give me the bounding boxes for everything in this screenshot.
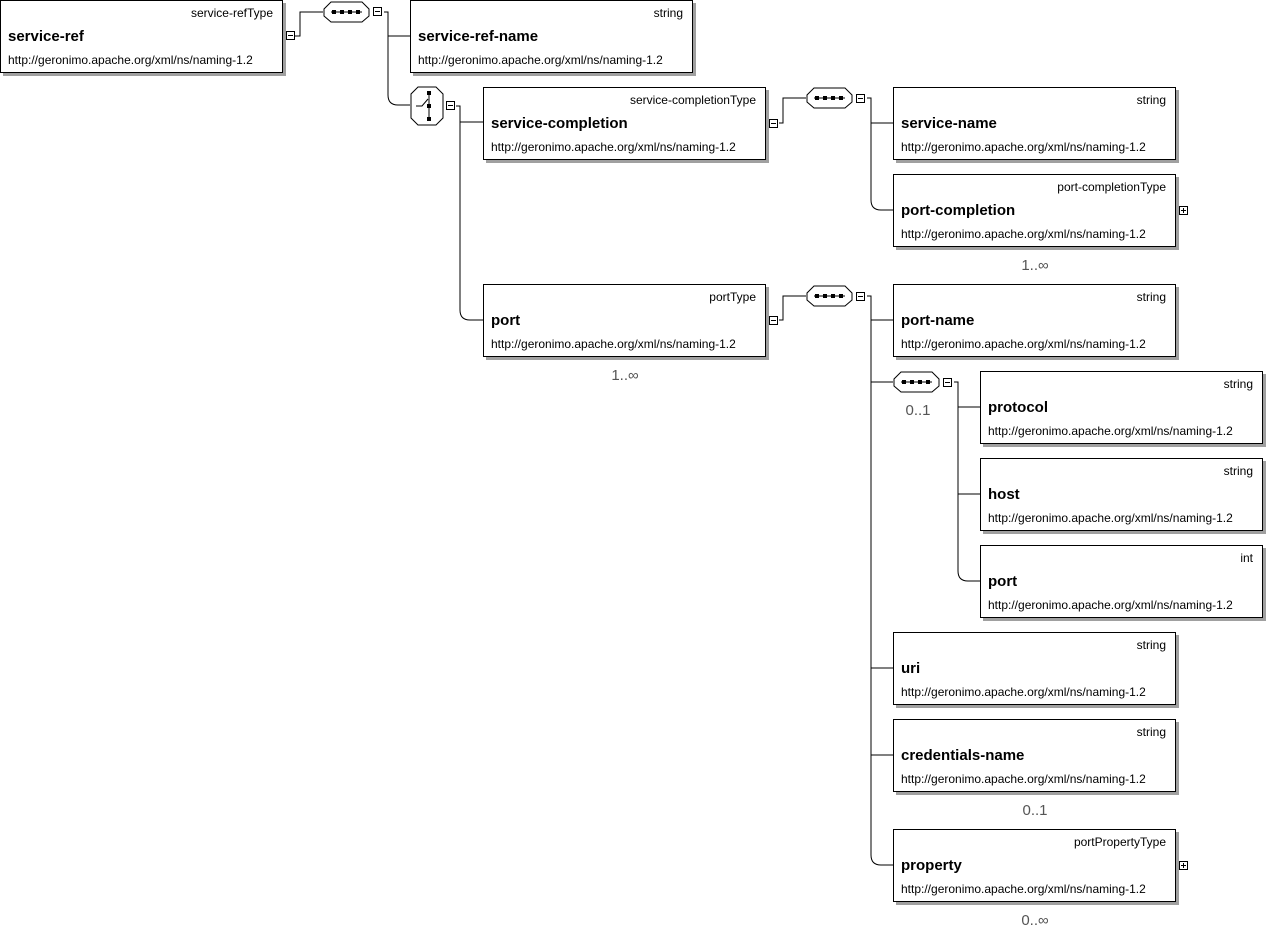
element-namespace: http://geronimo.apache.org/xml/ns/naming… (418, 53, 663, 67)
element-credentials-name[interactable]: string credentials-name http://geronimo.… (893, 719, 1176, 792)
element-name: service-name (901, 115, 997, 132)
element-port[interactable]: portType port http://geronimo.apache.org… (483, 284, 766, 357)
element-type: string (1136, 725, 1166, 739)
element-type: port-completionType (1057, 180, 1166, 194)
collapse-toggle[interactable] (856, 292, 865, 301)
element-namespace: http://geronimo.apache.org/xml/ns/naming… (988, 511, 1233, 525)
element-name: host (988, 486, 1020, 503)
element-service-ref-name[interactable]: string service-ref-name http://geronimo.… (410, 0, 693, 73)
element-namespace: http://geronimo.apache.org/xml/ns/naming… (901, 882, 1146, 896)
element-protocol[interactable]: string protocol http://geronimo.apache.o… (980, 371, 1263, 444)
element-namespace: http://geronimo.apache.org/xml/ns/naming… (901, 772, 1146, 786)
cardinality-label: 0..1 (1022, 802, 1048, 819)
cardinality-label: 0..∞ (1021, 912, 1049, 929)
element-type: service-refType (190, 6, 273, 20)
element-namespace: http://geronimo.apache.org/xml/ns/naming… (491, 337, 736, 351)
element-uri[interactable]: string uri http://geronimo.apache.org/xm… (893, 632, 1176, 705)
collapse-toggle[interactable] (286, 31, 295, 40)
sequence-icon (806, 87, 853, 109)
element-namespace: http://geronimo.apache.org/xml/ns/naming… (901, 685, 1146, 699)
collapse-toggle[interactable] (373, 7, 382, 16)
element-name: uri (901, 660, 921, 677)
element-host[interactable]: string host http://geronimo.apache.org/x… (980, 458, 1263, 531)
cardinality-label: 1..∞ (1021, 257, 1049, 274)
element-service-ref[interactable]: service-refType service-ref http://geron… (0, 0, 283, 73)
sequence-icon (323, 1, 370, 23)
expand-toggle[interactable] (1179, 861, 1188, 870)
collapse-toggle[interactable] (446, 101, 455, 110)
element-service-completion[interactable]: service-completionType service-completio… (483, 87, 766, 160)
collapse-toggle[interactable] (856, 94, 865, 103)
expand-toggle[interactable] (1179, 206, 1188, 215)
element-port-completion[interactable]: port-completionType port-completion http… (893, 174, 1176, 247)
element-type: portPropertyType (1073, 835, 1166, 849)
element-namespace: http://geronimo.apache.org/xml/ns/naming… (901, 337, 1146, 351)
element-name: service-ref-name (418, 28, 539, 45)
element-type: string (1136, 93, 1166, 107)
element-service-name[interactable]: string service-name http://geronimo.apac… (893, 87, 1176, 160)
sequence-icon (893, 371, 940, 393)
element-namespace: http://geronimo.apache.org/xml/ns/naming… (988, 424, 1233, 438)
sequence-icon (806, 285, 853, 307)
element-type: int (1240, 551, 1253, 565)
element-type: string (1223, 464, 1253, 478)
element-port-name[interactable]: string port-name http://geronimo.apache.… (893, 284, 1176, 357)
element-property[interactable]: portPropertyType property http://geronim… (893, 829, 1176, 902)
collapse-toggle[interactable] (769, 119, 778, 128)
collapse-toggle[interactable] (943, 378, 952, 387)
element-type: string (1223, 377, 1253, 391)
element-type: string (653, 6, 683, 20)
cardinality-label: 0..1 (905, 402, 931, 419)
element-type: string (1136, 638, 1166, 652)
element-name: service-completion (491, 115, 628, 132)
element-namespace: http://geronimo.apache.org/xml/ns/naming… (491, 140, 736, 154)
element-namespace: http://geronimo.apache.org/xml/ns/naming… (901, 140, 1146, 154)
element-name: credentials-name (901, 747, 1025, 764)
element-type: portType (709, 290, 756, 304)
element-name: protocol (988, 399, 1048, 416)
element-name: service-ref (8, 28, 84, 45)
element-name: property (901, 857, 962, 874)
collapse-toggle[interactable] (769, 316, 778, 325)
cardinality-label: 1..∞ (611, 367, 639, 384)
element-namespace: http://geronimo.apache.org/xml/ns/naming… (901, 227, 1146, 241)
element-name: port-completion (901, 202, 1016, 219)
element-namespace: http://geronimo.apache.org/xml/ns/naming… (8, 53, 253, 67)
element-name: port-name (901, 312, 975, 329)
element-name: port (491, 312, 521, 329)
element-type: service-completionType (629, 93, 756, 107)
element-port-number[interactable]: int port http://geronimo.apache.org/xml/… (980, 545, 1263, 618)
element-name: port (988, 573, 1018, 590)
element-namespace: http://geronimo.apache.org/xml/ns/naming… (988, 598, 1233, 612)
choice-icon (410, 86, 444, 126)
element-type: string (1136, 290, 1166, 304)
